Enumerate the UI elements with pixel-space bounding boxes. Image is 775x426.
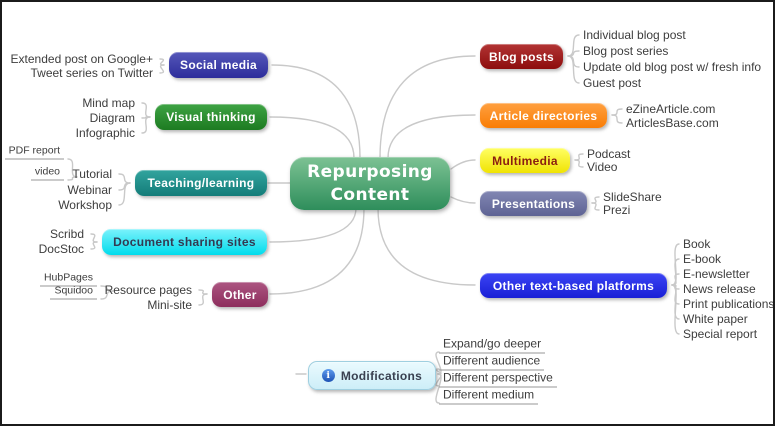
topic-video[interactable]: video: [30, 166, 64, 181]
connector-curve: [377, 207, 476, 286]
topic-mini-site[interactable]: Mini-site: [147, 298, 192, 312]
node-label: Teaching/learning: [147, 176, 255, 190]
central-topic-line1: Repurposing: [307, 162, 433, 183]
topic-e-newsletter[interactable]: E-newsletter: [683, 267, 750, 281]
connector-curve: [269, 116, 355, 159]
connector-curve: [90, 233, 98, 243]
topic-news-release[interactable]: News release: [683, 282, 756, 296]
connector-curve: [90, 241, 98, 250]
connector-curve: [271, 64, 361, 159]
node-other-text-based-platforms[interactable]: Other text-based platforms: [480, 273, 667, 298]
node-label: Blog posts: [489, 49, 554, 64]
node-multimedia[interactable]: Multimedia: [480, 148, 570, 173]
topic-book[interactable]: Book: [683, 237, 711, 251]
node-label: Social media: [180, 58, 257, 72]
topic-tweet-series-on-twitter[interactable]: Tweet series on Twitter: [30, 66, 154, 80]
topic-different-audience[interactable]: Different audience: [439, 354, 545, 371]
topic-mind-map[interactable]: Mind map: [82, 96, 135, 110]
topic-expand-go-deeper[interactable]: Expand/go deeper: [439, 337, 546, 354]
topic-video[interactable]: Video: [587, 160, 618, 174]
node-presentations[interactable]: Presentations: [480, 191, 587, 216]
topic-hubpages[interactable]: HubPages: [39, 272, 97, 287]
topic-print-publications[interactable]: Print publications: [683, 297, 775, 311]
node-teaching-learning[interactable]: Teaching/learning: [135, 170, 267, 196]
topic-tutorial[interactable]: Tutorial: [72, 167, 112, 181]
topic-workshop[interactable]: Workshop: [58, 198, 112, 212]
connector-curve: [387, 114, 476, 159]
topic-different-medium[interactable]: Different medium: [439, 388, 539, 405]
connector-curve: [67, 176, 78, 181]
topic-ezinearticle-com[interactable]: eZineArticle.com: [626, 102, 716, 116]
topic-special-report[interactable]: Special report: [683, 327, 758, 341]
connector-curve: [591, 202, 600, 211]
connector-curve: [450, 159, 476, 170]
connector-curve: [159, 64, 165, 74]
topic-blog-post-series[interactable]: Blog post series: [583, 44, 669, 58]
topic-docstoc[interactable]: DocStoc: [38, 242, 84, 256]
connector-curve: [198, 293, 208, 306]
node-label: Other: [223, 287, 257, 302]
topic-infographic[interactable]: Infographic: [75, 126, 135, 140]
node-label: Visual thinking: [166, 110, 256, 124]
node-document-sharing-sites[interactable]: Document sharing sites: [102, 229, 267, 255]
connector-curve: [118, 173, 131, 184]
connector-curve: [379, 55, 476, 159]
connector-curve: [141, 102, 151, 118]
connector-curve: [141, 116, 151, 134]
topic-prezi[interactable]: Prezi: [603, 203, 631, 217]
info-icon[interactable]: i: [321, 369, 335, 382]
central-topic-line2: Content: [330, 184, 410, 205]
connector-curve: [435, 373, 442, 404]
connector-curve: [567, 55, 580, 84]
connector-curve: [671, 273, 680, 286]
node-label: Modifications: [340, 368, 423, 383]
connector-curve: [450, 196, 476, 204]
topic-scribd[interactable]: Scribd: [49, 227, 84, 241]
topic-update-old-blog-post-w-fresh-info[interactable]: Update old blog post w/ fresh info: [583, 60, 762, 74]
connector-curve: [574, 159, 584, 168]
node-label: Document sharing sites: [113, 235, 256, 249]
node-modifications[interactable]: i Modifications: [308, 361, 436, 390]
topic-pdf-report[interactable]: PDF report: [4, 145, 64, 160]
node-article-directories[interactable]: Article directories: [480, 103, 607, 128]
connector-curve: [574, 153, 584, 161]
central-topic[interactable]: Repurposing Content: [290, 157, 450, 210]
connector-curve: [269, 207, 365, 295]
node-label: Presentations: [491, 196, 576, 211]
node-blog-posts[interactable]: Blog posts: [480, 44, 563, 69]
connector-curve: [100, 290, 114, 300]
connector-curve: [269, 207, 357, 243]
topic-individual-blog-post[interactable]: Individual blog post: [583, 28, 686, 42]
topic-squidoo[interactable]: Squidoo: [50, 285, 97, 300]
connector-curve: [118, 182, 131, 206]
connector-curve: [611, 108, 623, 116]
node-label: Article directories: [489, 108, 598, 123]
node-other[interactable]: Other: [212, 282, 268, 307]
topic-podcast[interactable]: Podcast: [587, 147, 631, 161]
topic-guest-post[interactable]: Guest post: [583, 76, 642, 90]
topic-diagram[interactable]: Diagram: [89, 111, 135, 125]
node-visual-thinking[interactable]: Visual thinking: [155, 104, 267, 130]
topic-extended-post-on-google[interactable]: Extended post on Google+: [10, 52, 153, 66]
connector-curve: [591, 196, 600, 204]
topic-slideshare[interactable]: SlideShare: [603, 190, 662, 204]
topic-resource-pages[interactable]: Resource pages: [104, 283, 192, 297]
connector-curve: [611, 114, 623, 124]
topic-e-book[interactable]: E-book: [683, 252, 722, 266]
node-label: Multimedia: [492, 153, 558, 168]
node-label: Other text-based platforms: [492, 278, 655, 293]
topic-different-perspective[interactable]: Different perspective: [439, 371, 557, 388]
topic-articlesbase-com[interactable]: ArticlesBase.com: [626, 116, 719, 130]
connector-curve: [159, 58, 165, 66]
connector-curve: [671, 284, 680, 335]
topic-white-paper[interactable]: White paper: [683, 312, 748, 326]
topic-webinar[interactable]: Webinar: [67, 183, 112, 197]
node-social-media[interactable]: Social media: [169, 52, 268, 78]
